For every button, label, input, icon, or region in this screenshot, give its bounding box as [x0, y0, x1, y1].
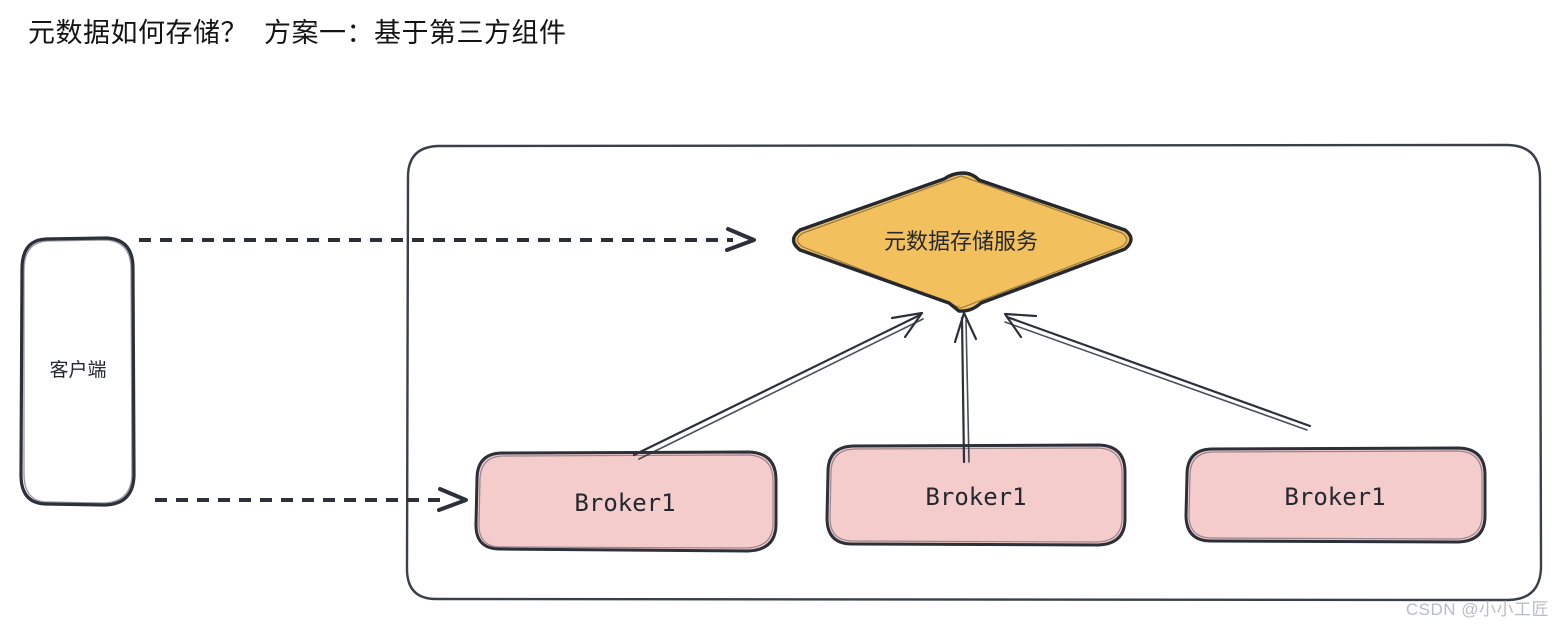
- watermark: CSDN @小小工匠: [1405, 600, 1549, 619]
- edge-broker2-to-store-line: [1005, 315, 1312, 428]
- broker-node-group-0[interactable]: [474, 450, 778, 553]
- metadata-store-diamond-shape[interactable]: [791, 171, 1133, 313]
- broker-box-shape-0[interactable]: [474, 450, 778, 553]
- edge-broker0-to-store-line-double: [638, 318, 924, 460]
- edge-client-to-broker-arrowhead: [437, 487, 468, 512]
- broker-box-sketch-overlay-2: [1188, 450, 1483, 540]
- edge-broker1-to-store: [953, 311, 978, 464]
- broker-box-sketch-overlay-1: [829, 447, 1123, 543]
- edge-broker0-to-store-arrowhead: [890, 311, 924, 339]
- broker-node-group-1[interactable]: [825, 443, 1127, 547]
- outer-container-shape: [405, 143, 1543, 602]
- edge-client-to-broker: [155, 487, 468, 512]
- broker-box-shape-2[interactable]: [1184, 446, 1487, 544]
- edge-broker2-to-store: [1003, 312, 1312, 431]
- edge-broker0-to-store: [632, 311, 924, 460]
- edge-client-to-store-arrowhead: [725, 227, 756, 252]
- outer-container-group: [405, 143, 1543, 602]
- broker-box-sketch-overlay-0: [478, 454, 774, 549]
- client-box-shape[interactable]: [19, 236, 136, 507]
- edge-client-to-store: [139, 227, 756, 252]
- metadata-store-diamond-sketch-overlay: [796, 175, 1128, 309]
- edge-broker1-to-store-arrowhead: [953, 311, 978, 344]
- edge-broker1-to-store-line: [960, 316, 966, 464]
- client-node-group[interactable]: [19, 236, 136, 507]
- edge-broker1-to-store-line-double: [965, 319, 970, 463]
- metadata-store-node-group[interactable]: [791, 171, 1133, 313]
- edge-broker0-to-store-line: [632, 313, 922, 457]
- broker-box-shape-1[interactable]: [825, 443, 1127, 547]
- edge-broker2-to-store-line-double: [1004, 321, 1308, 431]
- edge-broker2-to-store-arrowhead: [1003, 312, 1038, 339]
- client-box-sketch-overlay: [23, 239, 133, 504]
- broker-node-group-2[interactable]: [1184, 446, 1487, 544]
- page-title: 元数据如何存储？ 方案一：基于第三方组件: [28, 18, 567, 48]
